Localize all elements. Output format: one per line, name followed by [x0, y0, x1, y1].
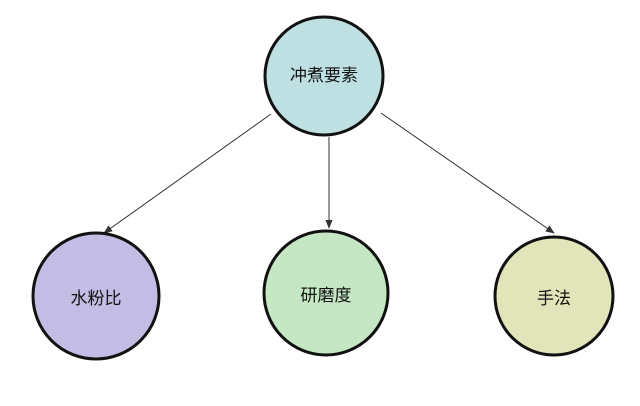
- edge-root-to-child-1: [103, 113, 272, 234]
- node-child-3-label: 手法: [537, 289, 571, 309]
- node-child-1[interactable]: 水粉比: [31, 231, 161, 361]
- node-child-2[interactable]: 研磨度: [262, 229, 390, 357]
- node-root[interactable]: 冲煮要素: [263, 15, 385, 137]
- node-child-2-circle: [262, 229, 390, 357]
- edge-root-to-child-3: [380, 112, 555, 234]
- node-root-circle: [263, 15, 385, 137]
- node-root-label: 冲煮要素: [290, 66, 358, 86]
- node-child-3-circle: [493, 235, 615, 357]
- node-child-1-circle: [31, 231, 161, 361]
- node-child-2-label: 研磨度: [301, 286, 352, 306]
- node-child-3[interactable]: 手法: [493, 235, 615, 357]
- node-child-1-label: 水粉比: [71, 289, 122, 309]
